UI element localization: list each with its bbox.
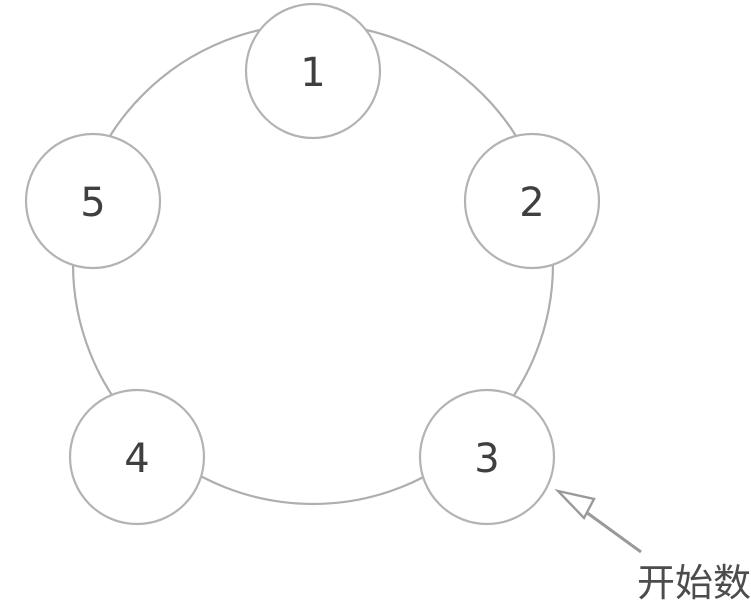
node-4-label: 4: [124, 436, 149, 482]
node-1-circle[interactable]: [244, 2, 382, 140]
arrow-head-icon: [554, 488, 596, 521]
node-2[interactable]: 2: [463, 132, 601, 270]
node-5[interactable]: 5: [24, 132, 162, 270]
start-annotation-label: 开始数: [637, 561, 751, 603]
node-3-label: 3: [474, 436, 499, 482]
node-4-circle[interactable]: [68, 388, 206, 526]
start-annotation-arrow: [554, 488, 642, 554]
node-5-circle[interactable]: [24, 132, 162, 270]
node-4[interactable]: 4: [68, 388, 206, 526]
node-2-circle[interactable]: [463, 132, 601, 270]
node-1[interactable]: 1: [244, 2, 382, 140]
node-2-label: 2: [519, 180, 544, 226]
node-1-label: 1: [300, 50, 325, 96]
node-3[interactable]: 3: [418, 388, 556, 526]
arrow-shaft-icon: [585, 510, 642, 554]
node-3-circle[interactable]: [418, 388, 556, 526]
node-5-label: 5: [80, 180, 105, 226]
